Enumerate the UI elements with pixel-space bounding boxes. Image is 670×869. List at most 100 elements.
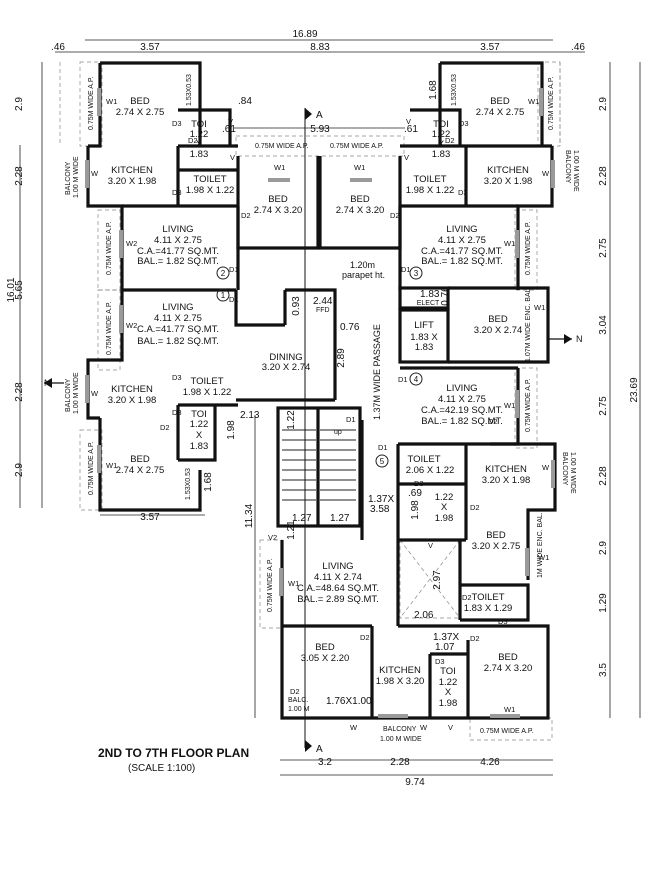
room-labels: BED 2.74 X 2.75 BED 2.74 X 2.75 TOI 1.22… bbox=[108, 96, 533, 709]
ap-right-2: 0.75M WIDE A.P. bbox=[525, 221, 532, 275]
room-living3-bal: BAL.= 1.82 SQ.MT. bbox=[421, 256, 503, 267]
dim-bottom-b: 2.28 bbox=[390, 757, 410, 768]
dim-right-e: 2.75 bbox=[598, 396, 609, 416]
dim-small-244: 2.44 bbox=[313, 296, 333, 307]
dim-top-left-unit: 3.57 bbox=[140, 42, 160, 53]
unit-number-2: 2 bbox=[221, 269, 226, 278]
dim-right-overall: 23.69 bbox=[629, 377, 640, 402]
tag-v-d: V bbox=[404, 153, 409, 162]
tag-v-f: V bbox=[448, 723, 453, 732]
room-living3-name: LIVING bbox=[446, 224, 477, 235]
dim-left-a: 2.9 bbox=[14, 97, 25, 111]
tag-w1-h: W1 bbox=[106, 461, 117, 470]
room-toi-tr-b: X bbox=[438, 139, 445, 150]
tag-d2-c: D2 bbox=[241, 211, 251, 220]
unit-number-3: 3 bbox=[414, 269, 419, 278]
tag-d3-a: D3 bbox=[172, 119, 182, 128]
room-bed-b2-size: 2.74 X 3.20 bbox=[484, 663, 533, 674]
dimension-lines bbox=[19, 39, 641, 776]
dim-right-c: 2.75 bbox=[598, 238, 609, 258]
enc-bal-2: 1M WIDE ENC. BAL. bbox=[537, 512, 544, 578]
unit-number-4: 4 bbox=[414, 375, 419, 384]
room-living1-size: 4.11 X 2.75 bbox=[154, 313, 202, 324]
balcony-right-a: BALCONY bbox=[564, 150, 571, 184]
tag-d1-b: D1 bbox=[401, 265, 411, 274]
dim-small-183: 1.83 bbox=[420, 289, 440, 300]
tag-d2-i: D2 bbox=[360, 633, 370, 642]
room-toi-tl-c: 1.83 bbox=[190, 149, 209, 160]
tag-d2-h: D2 bbox=[462, 593, 472, 602]
room-living5-size: 4.11 X 2.74 bbox=[314, 572, 362, 583]
balc-small-a: BALC. bbox=[288, 697, 308, 704]
dim-top-right-edge: .46 bbox=[571, 42, 585, 53]
door-window-tags: W1 W1 D3 D3 D2 D2 V V V V W W D3 D3 W1 W… bbox=[91, 97, 550, 732]
dim-small-121: 1.21 bbox=[286, 520, 297, 540]
dim-stair-a: 1.37X bbox=[368, 494, 394, 505]
dim-small-206: 2.06 bbox=[414, 610, 434, 621]
room-kitchen-r2-size: 3.20 X 1.98 bbox=[482, 475, 531, 486]
room-cell-r2-c: 1.98 bbox=[435, 513, 454, 524]
dim-left-e: 2.9 bbox=[14, 463, 25, 477]
room-toilet-r3-size: 1.83 X 1.29 bbox=[464, 603, 513, 614]
room-kitchen-bl-size: 3.20 X 1.98 bbox=[108, 395, 157, 406]
room-lift-b: 1.83 bbox=[415, 342, 434, 353]
ap-right-3: 0.75M WIDE A.P. bbox=[525, 378, 532, 432]
room-elect-name: ELECT bbox=[417, 300, 440, 307]
dim-bottom-c: 4.26 bbox=[480, 757, 500, 768]
room-living3-size: 4.11 X 2.75 bbox=[438, 235, 486, 246]
dim-bottom-left-unit: 3.57 bbox=[140, 512, 160, 523]
tag-d3-b: D3 bbox=[459, 119, 469, 128]
north-arrow-right bbox=[548, 334, 572, 344]
tag-d3-g: D3 bbox=[414, 479, 424, 488]
room-toi-b-name: TOI bbox=[440, 666, 456, 677]
tag-w2-a: W2 bbox=[126, 239, 137, 248]
room-toi-bl-name: TOI bbox=[191, 409, 207, 420]
tag-w-c: W bbox=[91, 389, 99, 398]
tag-w1-c: W1 bbox=[274, 163, 285, 172]
room-toi-b-c: 1.98 bbox=[439, 698, 458, 709]
room-living5-name: LIVING bbox=[322, 561, 353, 572]
room-bed-bl-name: BED bbox=[130, 454, 150, 465]
tag-v2: V2 bbox=[268, 533, 277, 542]
balcony-right-b: 1.00 M WIDE bbox=[572, 150, 579, 192]
toi-small-3: 1.53X0.53 bbox=[185, 468, 192, 500]
room-toi-bl-a: 1.22 bbox=[190, 419, 209, 430]
dim-lower-left-total: 11.34 bbox=[244, 503, 255, 528]
ap-mid: 0.75M WIDE A.P. bbox=[267, 558, 274, 612]
section-line bbox=[304, 108, 312, 752]
dim-right-d: 3.04 bbox=[598, 315, 609, 335]
dim-top-overall: 16.89 bbox=[292, 29, 317, 40]
dim-left-b: 2.28 bbox=[14, 166, 25, 186]
tag-d2-e: D2 bbox=[160, 423, 170, 432]
room-bed-r2-name: BED bbox=[486, 530, 506, 541]
room-toilet-bl-name: TOILET bbox=[190, 376, 223, 387]
room-toilet-r-size: 1.98 X 1.22 bbox=[406, 185, 455, 196]
misc-labels: 0.75M WIDE A.P. 0.75M WIDE A.P. 0.75M WI… bbox=[44, 74, 583, 755]
north-left: N bbox=[44, 378, 51, 388]
section-mark-top: A bbox=[316, 110, 323, 121]
balcony-bl-b: 1.00 M WIDE bbox=[73, 372, 80, 414]
balcony-r2-a: BALCONY bbox=[561, 452, 568, 486]
room-kitchen-bl-name: KITCHEN bbox=[111, 384, 153, 395]
parapet-b: parapet ht. bbox=[342, 270, 385, 280]
room-living1-ca: C.A.=41.77 SQ.MT. bbox=[137, 324, 219, 335]
room-kitchen-r2-name: KITCHEN bbox=[485, 464, 527, 475]
room-cell-r2-a: 1.22 bbox=[435, 492, 454, 503]
tag-w1-a: W1 bbox=[106, 97, 117, 106]
tag-d2-a: D2 bbox=[188, 136, 198, 145]
tag-d3-d: D3 bbox=[458, 188, 468, 197]
room-bed-b1-size: 3.05 X 2.20 bbox=[301, 653, 350, 664]
unit-number-1: 1 bbox=[221, 291, 226, 300]
tag-d1-d: D1 bbox=[398, 375, 408, 384]
room-living4-ca: C.A.=42.19 SQ.MT. bbox=[421, 405, 503, 416]
dim-right-f: 2.28 bbox=[598, 466, 609, 486]
room-living4-bal: BAL.= 1.82 SQ.MT. bbox=[421, 416, 503, 427]
room-bed-b2-name: BED bbox=[498, 652, 518, 663]
room-toi-tr-name: TOI bbox=[433, 119, 449, 130]
dim-right-g: 2.9 bbox=[598, 541, 609, 555]
room-toi-tr-a: 1.22 bbox=[432, 129, 451, 140]
tag-d2-j: D2 bbox=[470, 634, 480, 643]
room-toilet-r-name: TOILET bbox=[413, 174, 446, 185]
room-kitchen-l-size: 3.20 X 1.98 bbox=[108, 176, 157, 187]
tag-d2-b: D2 bbox=[445, 136, 455, 145]
